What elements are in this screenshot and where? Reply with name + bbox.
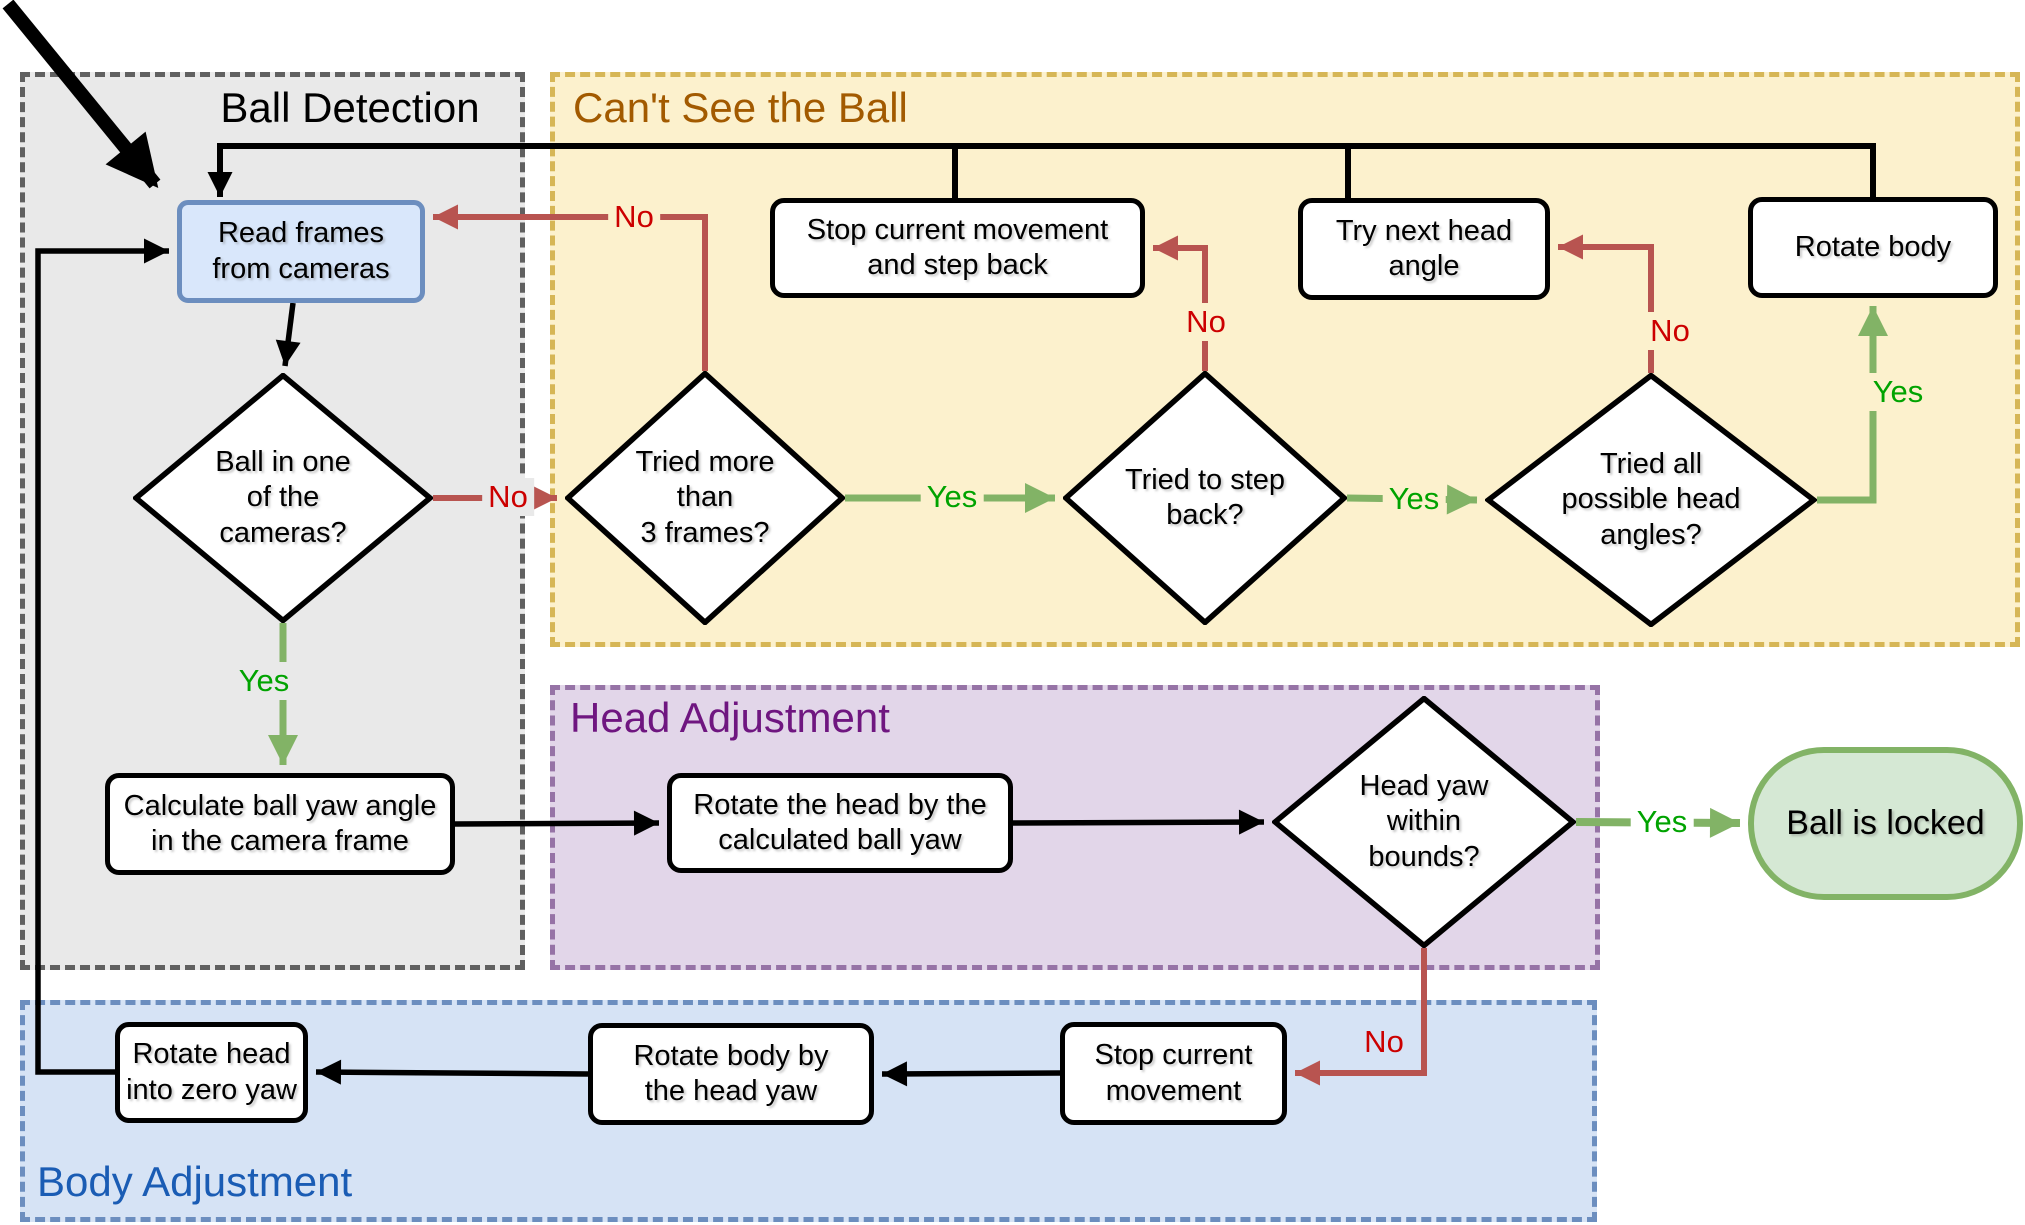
edge-label-no-step-back: No: [1180, 303, 1232, 341]
node-stop-and-step-back: Stop current movement and step back: [770, 198, 1145, 298]
edge-label-no-ball-in: No: [482, 478, 534, 516]
edge-readframes-to-ballcheck: [275, 302, 301, 367]
edge-no-tried3-to-readframes: [433, 204, 708, 371]
diamond-shape: [1063, 371, 1347, 625]
node-tried-step-back-decision: Tried to step back?: [1063, 371, 1347, 625]
node-ball-in-cameras-decision: Ball in one of the cameras?: [133, 373, 433, 623]
node-calc-ball-yaw: Calculate ball yaw angle in the camera f…: [105, 773, 455, 875]
node-try-next-head-angle: Try next head angle: [1298, 198, 1550, 300]
edge-label-no-all-angles: No: [1644, 312, 1696, 350]
edge-rotatehead-to-headyaw: [1012, 809, 1265, 835]
edge-label-no-tried-3: No: [608, 198, 660, 236]
node-rotate-body-by-head-yaw: Rotate body by the head yaw: [588, 1023, 874, 1125]
region-title-ball-detection: Ball Detection: [220, 84, 480, 131]
edge-label-yes-ball-in: Yes: [232, 662, 296, 700]
node-stop-current-movement: Stop current movement: [1060, 1022, 1287, 1125]
node-read-frames: Read frames from cameras: [177, 200, 425, 303]
edge-yes-allangles-to-rotatebody: [1817, 306, 1888, 504]
node-rotate-body: Rotate body: [1748, 197, 1998, 298]
diamond-shape: [565, 371, 845, 625]
edge-rotatebodyby-to-rotateheadzero: [315, 1059, 589, 1085]
edge-topline-to-readframes: [207, 143, 1876, 197]
edge-label-yes-head-yaw: Yes: [1630, 803, 1694, 841]
region-title-body-adjustment: Body Adjustment: [37, 1158, 353, 1205]
diamond-shape: [133, 373, 433, 623]
diamond-shape: [1272, 696, 1576, 948]
region-title-cant-see-ball: Can't See the Ball: [573, 84, 908, 131]
edge-label-yes-step-back: Yes: [1382, 480, 1446, 518]
edge-label-yes-tried-3: Yes: [920, 478, 984, 516]
region-title-head-adjustment: Head Adjustment: [570, 694, 890, 741]
diamond-shape: [1485, 373, 1817, 627]
edge-label-yes-all-angles: Yes: [1866, 373, 1930, 411]
node-rotate-head-zero-yaw: Rotate head into zero yaw: [115, 1022, 308, 1123]
node-head-yaw-bounds-decision: Head yaw within bounds?: [1272, 696, 1576, 948]
node-rotate-head-by-yaw: Rotate the head by the calculated ball y…: [667, 773, 1013, 873]
edge-no-headyaw-to-stopcurrent: [1295, 948, 1427, 1086]
node-ball-is-locked: Ball is locked: [1748, 747, 2023, 900]
edge-no-allangles-to-trynexthead: [1558, 234, 1654, 373]
node-tried-3-frames-decision: Tried more than 3 frames?: [565, 371, 845, 625]
edge-calcyaw-to-rotatehead: [454, 810, 660, 836]
edge-start-arrow: [2, 0, 161, 189]
node-tried-all-angles-decision: Tried all possible head angles?: [1485, 373, 1817, 627]
edge-stopcurrent-to-rotatebodyby: [881, 1061, 1061, 1087]
edge-label-no-head-yaw: No: [1358, 1023, 1410, 1061]
edge-loop-to-readframes: [35, 238, 169, 1075]
